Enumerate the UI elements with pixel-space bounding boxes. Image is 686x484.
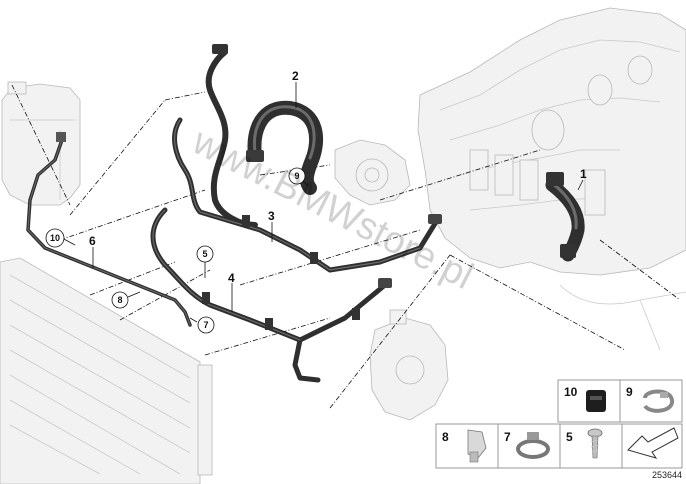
callout-9: 9 [294, 171, 299, 181]
callout-8-circle: 8 [111, 291, 129, 309]
coolant-hose-2 [246, 100, 324, 195]
expansion-tank [1, 81, 81, 206]
diagram-id: 253644 [652, 470, 682, 480]
grommet-icon [586, 390, 606, 412]
spring-clamp-icon [516, 432, 550, 459]
auxiliary-pipes [559, 284, 686, 351]
engine-block [417, 7, 686, 276]
legend-label-8: 8 [442, 430, 449, 444]
expansion-tank-line [26, 132, 192, 327]
radiator [0, 257, 213, 484]
coolant-hose-1 [545, 172, 585, 262]
upper-thin-hose [205, 44, 258, 228]
callout-10: 10 [50, 233, 60, 243]
callout-6: 6 [89, 234, 96, 248]
callout-4: 4 [228, 271, 235, 285]
direction-arrow-icon [627, 427, 679, 459]
assembly-lines [11, 84, 681, 409]
clip-icon [467, 429, 487, 463]
legend-small-parts: 10 9 8 7 5 [435, 379, 683, 480]
legend-label-9: 9 [626, 385, 633, 399]
coolant-pipe-3 [172, 117, 442, 273]
callout-10-circle: 10 [45, 228, 65, 248]
callout-1: 1 [580, 167, 587, 181]
leader-lines [61, 82, 584, 323]
callout-9-circle: 9 [288, 167, 306, 185]
callout-7-circle: 7 [197, 316, 215, 334]
thermostat-housing [369, 309, 449, 421]
callout-5: 5 [202, 249, 207, 259]
legend-label-7: 7 [504, 430, 511, 444]
legend-label-5: 5 [566, 430, 573, 444]
callout-2: 2 [292, 69, 299, 83]
callout-5-circle: 5 [196, 245, 214, 263]
legend-cell-8 [435, 423, 499, 469]
water-pump [334, 139, 411, 206]
legend-cell-7 [497, 423, 561, 469]
legend-label-10: 10 [564, 385, 578, 399]
callout-3: 3 [268, 209, 275, 223]
hose-clamp-icon [643, 389, 674, 413]
callout-8: 8 [117, 295, 122, 305]
coolant-pipe-4 [150, 207, 392, 383]
callout-7: 7 [203, 320, 208, 330]
screw-icon [587, 428, 603, 459]
